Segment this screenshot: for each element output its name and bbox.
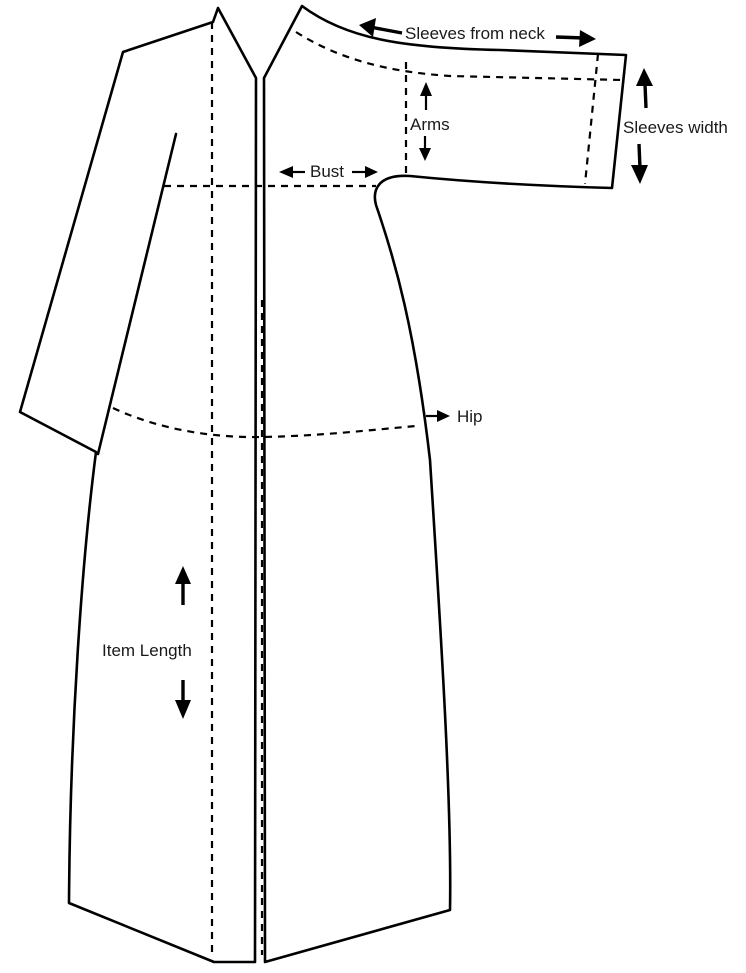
bust-annotation: Bust (279, 162, 378, 181)
sleeves-width-arrow-down (631, 143, 648, 184)
sleeves-width-label: Sleeves width (623, 118, 728, 137)
hip-arrow-right (426, 410, 450, 422)
item-length-arrow-down (175, 680, 191, 719)
arms-arrow-up (420, 82, 432, 110)
left-panel-outline (18, 6, 258, 964)
bust-arrow-left (279, 166, 305, 178)
arms-label: Arms (410, 115, 450, 134)
dashed-guides (112, 22, 623, 958)
sleeves-from-neck-label: Sleeves from neck (405, 24, 545, 43)
sleeves-from-neck-arrow-right (555, 30, 596, 47)
hip-annotation: Hip (426, 407, 483, 426)
right-panel-outline (262, 4, 628, 964)
sleeves-from-neck-annotation: Sleeves from neck (359, 18, 596, 47)
right-panel-shape (262, 4, 628, 964)
item-length-label: Item Length (102, 641, 192, 660)
sleeves-width-annotation: Sleeves width (623, 68, 728, 184)
item-length-annotation: Item Length (102, 566, 192, 719)
hip-label: Hip (457, 407, 483, 426)
bust-arrow-right (352, 166, 378, 178)
sleeves-from-neck-arrow-left (359, 18, 403, 37)
item-length-arrow-up (175, 566, 191, 605)
bust-label: Bust (310, 162, 344, 181)
sleeve-cuff-line (583, 53, 600, 185)
arms-arrow-down (419, 136, 431, 161)
left-sleeve-inner-edge (96, 132, 178, 456)
sleeves-width-arrow-up (636, 68, 653, 109)
left-panel-shape (18, 6, 258, 964)
arms-annotation: Arms (410, 82, 450, 161)
hip-line (112, 407, 417, 439)
sleeve-shoulder-line (295, 31, 623, 82)
